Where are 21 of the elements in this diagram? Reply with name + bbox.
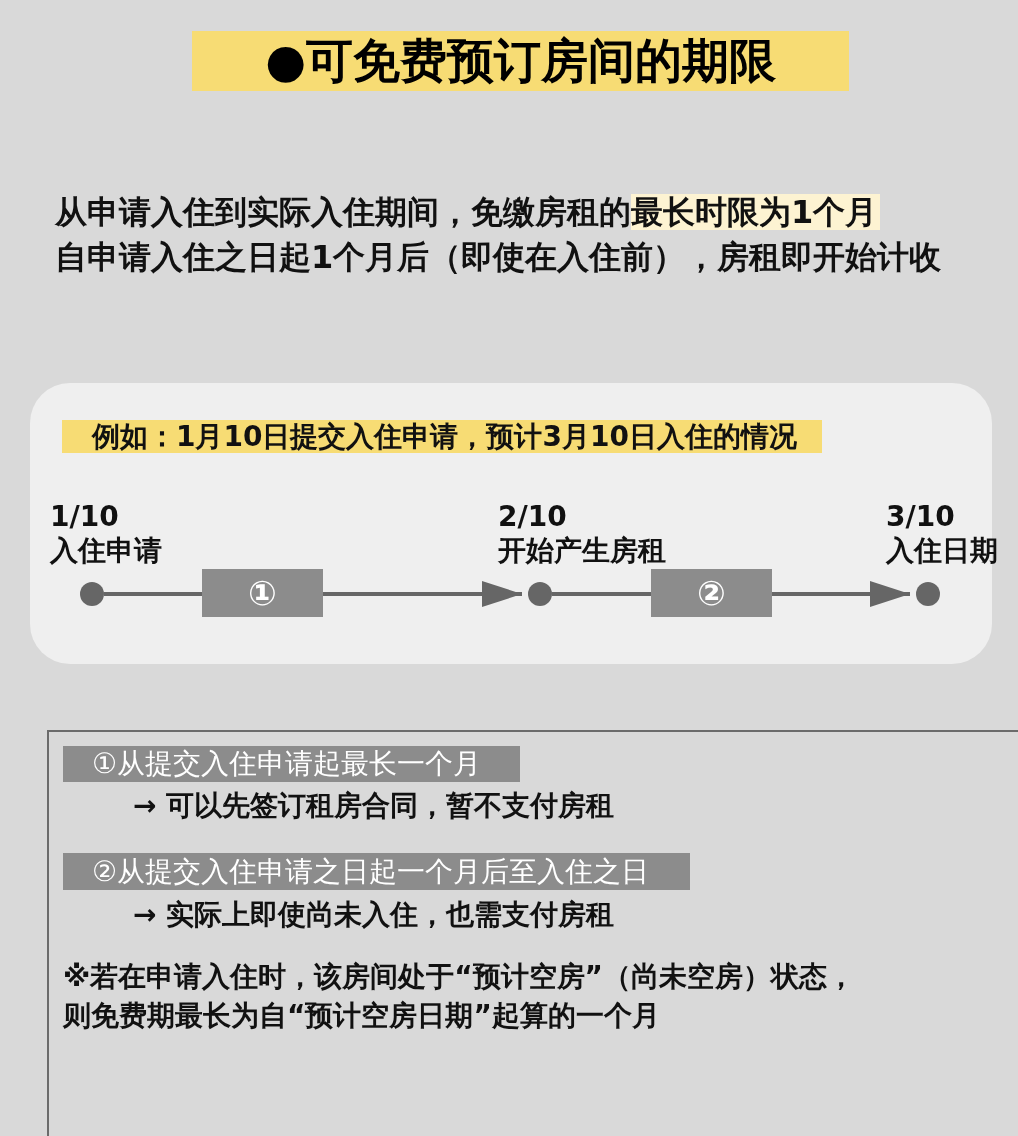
heading-bar: ②从提交入住申请之日起一个月后至入住之日 bbox=[63, 853, 690, 890]
bordered-panel bbox=[47, 730, 1018, 1136]
edge-label: ① bbox=[202, 569, 323, 617]
event-label: 入住日期 bbox=[886, 534, 998, 568]
body-text: 从申请入住到实际入住期间，免缴房租的最长时限为1个月 bbox=[55, 194, 881, 230]
edge-label: ② bbox=[651, 569, 772, 617]
date-label: 2/10 bbox=[498, 500, 567, 534]
timeline-dot bbox=[528, 582, 552, 606]
title: ●可免费预订房间的期限 bbox=[192, 31, 849, 91]
timeline-dot bbox=[80, 582, 104, 606]
body-text: 自申请入住之日起1个月后（即使在入住前），房租即开始计收 bbox=[55, 239, 942, 275]
heading-bar: ①从提交入住申请起最长一个月 bbox=[63, 746, 520, 782]
explanation-text: → 实际上即使尚未入住，也需支付房租 bbox=[133, 897, 615, 933]
event-label: 开始产生房租 bbox=[498, 534, 666, 568]
timeline-dot bbox=[916, 582, 940, 606]
explanation-text: → 可以先签订租房合同，暂不支付房租 bbox=[133, 788, 615, 824]
date-label: 3/10 bbox=[886, 500, 955, 534]
heading-bar: 例如：1月10日提交入住申请，预计3月10日入住的情况 bbox=[62, 420, 822, 453]
event-label: 入住申请 bbox=[50, 534, 162, 568]
date-label: 1/10 bbox=[50, 500, 119, 534]
note-text: ※若在申请入住时，该房间处于“预计空房”（尚未空房）状态，则免费期最长为自“预计空房日期”起算的一个月 bbox=[63, 959, 857, 1034]
